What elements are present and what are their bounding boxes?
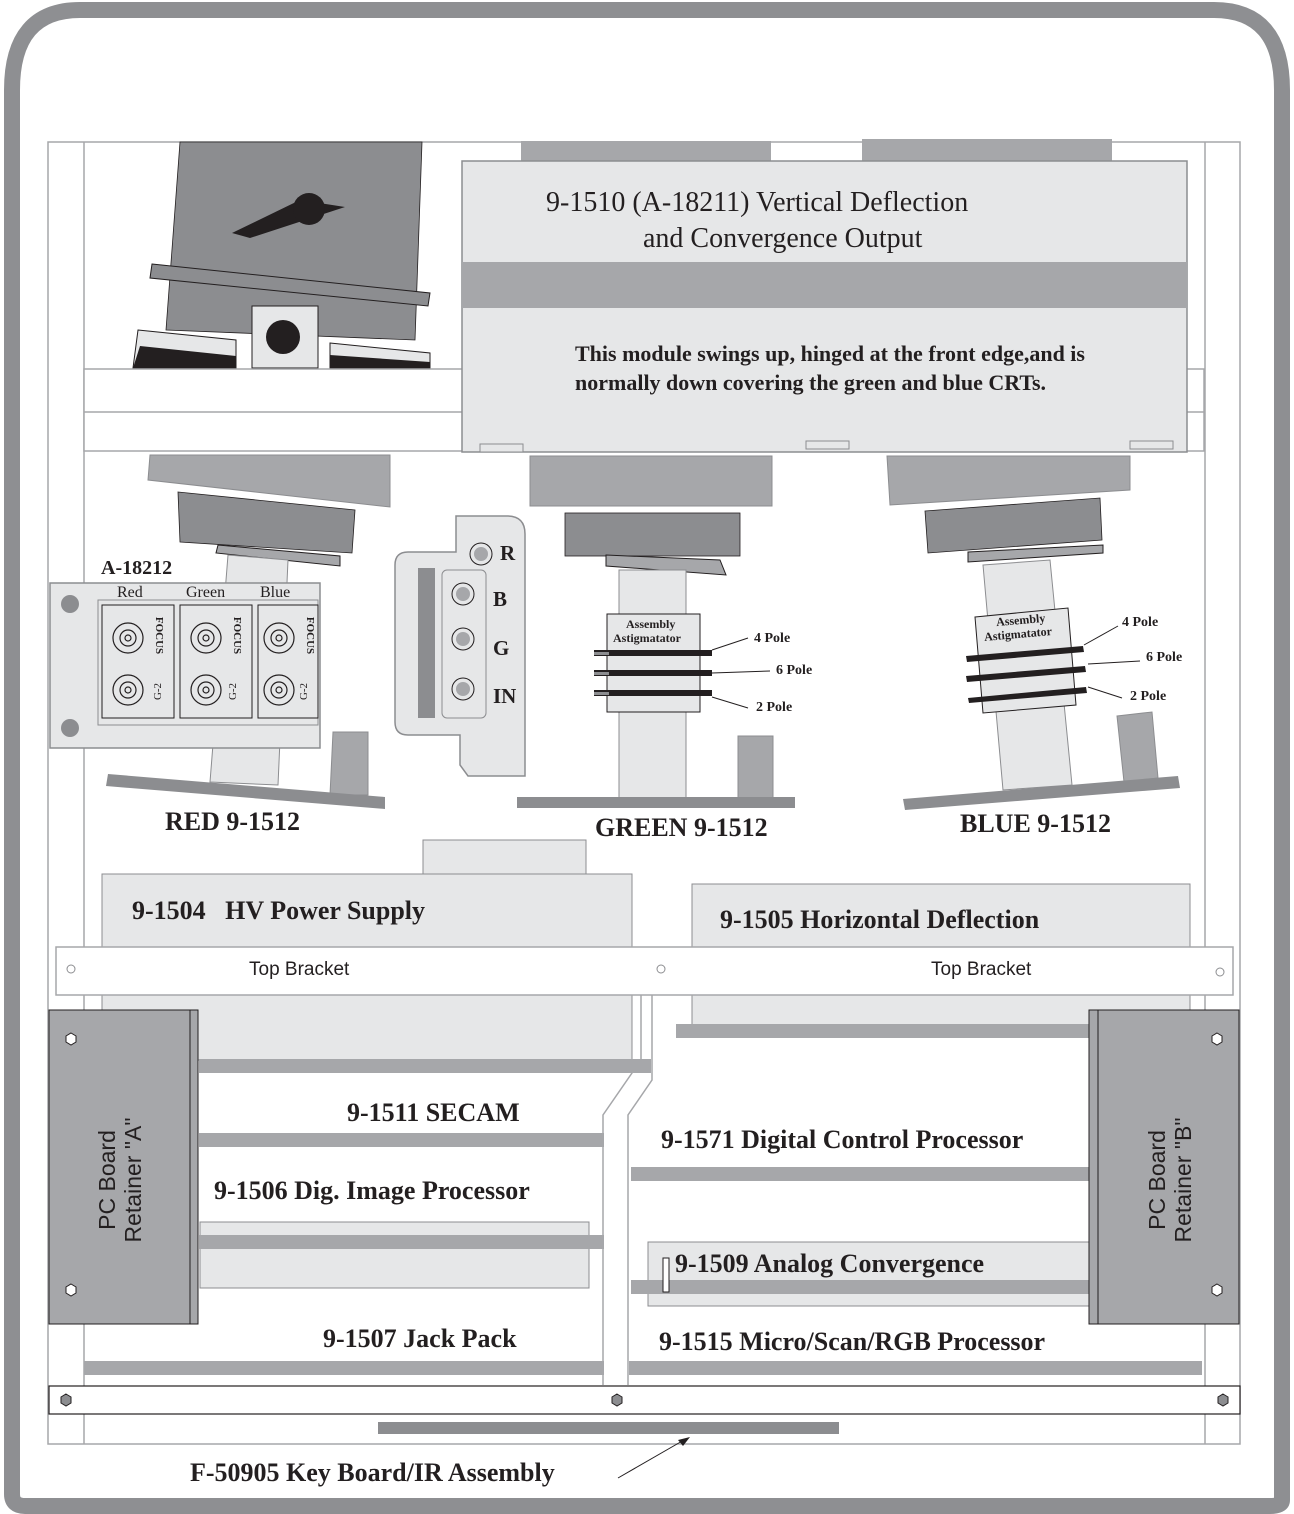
vertical-deflection-title: 9-1510 (A-18211) Vertical Deflection	[546, 187, 969, 218]
blue-crt	[886, 455, 1180, 810]
focus-label-green: FOCUS	[231, 616, 244, 655]
focus-label-blue: FOCUS	[304, 616, 317, 655]
top-bracket-left-label: Top Bracket	[249, 959, 350, 980]
connector-pin-b: B	[493, 587, 508, 611]
blue-crt-label: BLUE 9-1512	[960, 809, 1111, 838]
focus-block	[49, 582, 321, 749]
rgb-connector	[394, 515, 526, 777]
micro-scan-label: 9-1515 Micro/Scan/RGB Processor	[659, 1327, 1046, 1356]
module-note-line1: This module swings up, hinged at the fro…	[575, 341, 1085, 366]
green-pole-6: 6 Pole	[776, 663, 813, 678]
focus-col-green: Green	[186, 584, 226, 601]
jack-pack-label: 9-1507 Jack Pack	[323, 1324, 517, 1353]
secam-label: 9-1511 SECAM	[347, 1098, 520, 1127]
green-astig-label-2: Astigmatator	[613, 631, 681, 645]
horizontal-deflection-label: 9-1505 Horizontal Deflection	[720, 905, 1040, 934]
hv-power-label: 9-1504 HV Power Supply	[132, 896, 426, 925]
green-astig-label-1: Assembly	[626, 617, 676, 631]
top-bracket-right-label: Top Bracket	[931, 959, 1032, 980]
bottom-rail	[48, 1385, 1241, 1415]
blue-pole-2: 2 Pole	[1130, 689, 1167, 704]
focus-block-title: A-18212	[101, 557, 173, 579]
pc-board-retainer-b	[1088, 1009, 1240, 1325]
pc-board-retainer-a	[48, 1009, 199, 1325]
focus-label-red: FOCUS	[153, 616, 166, 655]
cabinet-outline	[3, 2, 1290, 1514]
analog-convergence-label: 9-1509 Analog Convergence	[675, 1249, 985, 1278]
horizontal-deflection-module	[691, 883, 1191, 1026]
vertical-deflection-module	[461, 139, 1188, 453]
keyboard-label: F-50905 Key Board/IR Assembly	[190, 1458, 555, 1487]
module-note-line2: normally down covering the green and blu…	[575, 370, 1047, 395]
g2-label-red: G-2	[152, 682, 165, 701]
focus-col-blue: Blue	[260, 584, 291, 601]
blue-pole-4: 4 Pole	[1122, 615, 1159, 630]
vertical-deflection-title-2: and Convergence Output	[643, 223, 923, 254]
connector-pin-g: G	[493, 636, 510, 660]
green-crt-label: GREEN 9-1512	[595, 813, 768, 842]
connector-pin-r: R	[500, 541, 516, 565]
green-pole-4: 4 Pole	[754, 631, 791, 646]
digital-control-label: 9-1571 Digital Control Processor	[661, 1125, 1024, 1154]
red-crt-neck-assembly	[132, 141, 431, 369]
focus-col-red: Red	[117, 584, 143, 601]
top-bracket	[55, 946, 1234, 996]
red-crt-label: RED 9-1512	[165, 807, 301, 836]
g2-label-blue: G-2	[298, 682, 311, 701]
green-pole-2: 2 Pole	[756, 700, 793, 715]
g2-label-green: G-2	[227, 682, 240, 701]
keyboard-ir-board	[378, 1422, 839, 1434]
dig-image-label: 9-1506 Dig. Image Processor	[214, 1176, 530, 1205]
blue-pole-6: 6 Pole	[1146, 650, 1183, 665]
green-crt	[517, 455, 795, 808]
connector-pin-in: IN	[493, 684, 517, 708]
